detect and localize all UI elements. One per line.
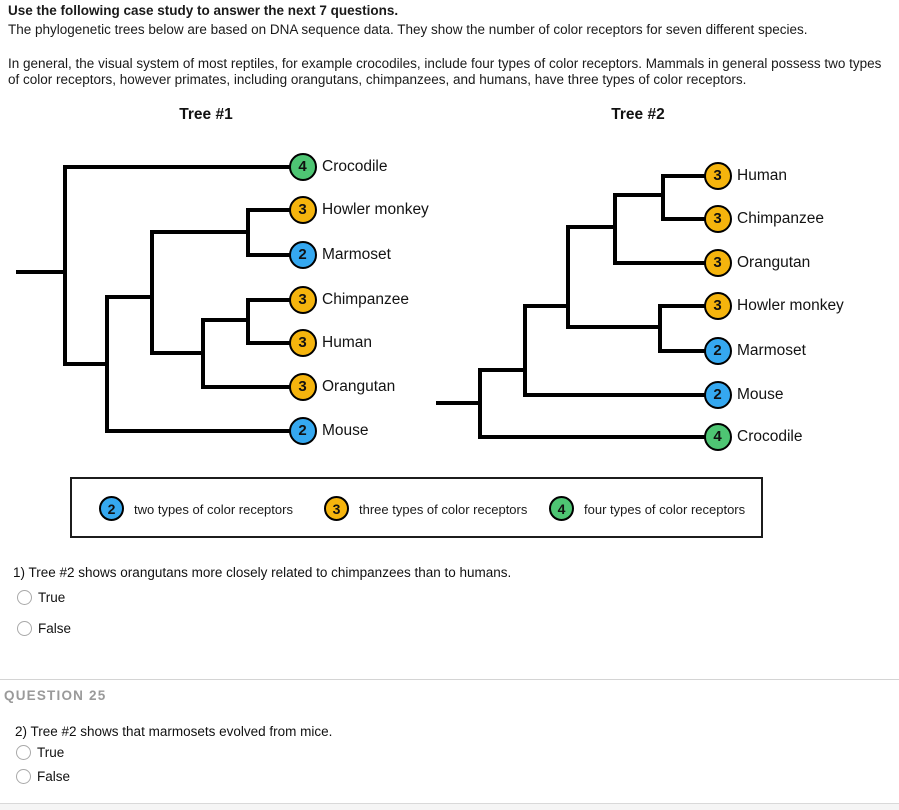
tree-branch <box>478 368 482 439</box>
question-2-true-radio[interactable] <box>16 745 31 760</box>
legend-label-2: two types of color receptors <box>134 502 293 517</box>
tree-branch <box>246 298 294 302</box>
receptor-count-circle-mouse: 2 <box>703 380 732 409</box>
species-label-howler-monkey: Howler monkey <box>737 297 844 314</box>
receptor-count-circle-chimpanzee: 3 <box>703 204 732 233</box>
species-label-howler-monkey: Howler monkey <box>322 201 429 218</box>
tree-branch <box>246 298 250 345</box>
tree-branch <box>201 385 294 389</box>
tree-branch <box>658 349 709 353</box>
receptor-count-circle-orangutan: 3 <box>288 372 317 401</box>
tree-branch <box>658 304 709 308</box>
legend-box <box>70 477 763 538</box>
species-label-human: Human <box>322 334 372 351</box>
intro-paragraph-2: In general, the visual system of most re… <box>8 56 882 87</box>
tree-branch <box>436 401 482 405</box>
question-1-false-label: False <box>38 621 72 636</box>
tree-branch <box>523 304 570 308</box>
receptor-count-circle-mouse: 2 <box>288 416 317 445</box>
tree-branch <box>661 174 665 221</box>
question-1-true-radio[interactable] <box>17 590 32 605</box>
receptor-count-circle-crocodile: 4 <box>703 422 732 451</box>
tree-1-title: Tree #1 <box>179 106 233 123</box>
intro-paragraph-1: The phylogenetic trees below are based o… <box>8 22 808 37</box>
tree-branch <box>16 270 67 274</box>
tree-branch <box>523 393 709 397</box>
tree-branch <box>246 253 294 257</box>
question-2-false-radio[interactable] <box>16 769 31 784</box>
receptor-count-circle-human: 3 <box>703 161 732 190</box>
species-label-mouse: Mouse <box>322 422 369 439</box>
tree-branch <box>246 208 250 257</box>
species-label-crocodile: Crocodile <box>322 158 388 175</box>
tree-branch <box>201 318 205 389</box>
receptor-count-circle-crocodile: 4 <box>288 152 317 181</box>
question-1-text: 1) Tree #2 shows orangutans more closely… <box>13 565 512 580</box>
receptor-count-circle-chimpanzee: 3 <box>288 285 317 314</box>
case-study-heading: Use the following case study to answer t… <box>8 3 399 18</box>
tree-branch <box>105 429 294 433</box>
tree-branch <box>105 295 154 299</box>
legend-circle-4: 4 <box>549 496 574 521</box>
tree-branch <box>63 165 294 169</box>
section-header: QUESTION 25 <box>4 688 107 703</box>
question-1-false-radio[interactable] <box>17 621 32 636</box>
species-label-crocodile: Crocodile <box>737 428 803 445</box>
receptor-count-circle-marmoset: 2 <box>703 336 732 365</box>
tree-branch <box>63 165 67 366</box>
tree-branch <box>150 351 205 355</box>
species-label-orangutan: Orangutan <box>322 378 396 395</box>
tree-branch <box>566 225 617 229</box>
tree-branch <box>661 217 709 221</box>
species-label-marmoset: Marmoset <box>737 342 806 359</box>
species-label-chimpanzee: Chimpanzee <box>737 210 825 227</box>
tree-branch <box>201 318 250 322</box>
tree-branch <box>658 304 662 353</box>
section-divider-bottom <box>0 803 899 804</box>
legend-label-3: three types of color receptors <box>359 502 528 517</box>
legend-label-4: four types of color receptors <box>584 502 746 517</box>
receptor-count-circle-orangutan: 3 <box>703 248 732 277</box>
tree-branch <box>523 304 527 397</box>
species-label-mouse: Mouse <box>737 386 784 403</box>
species-label-marmoset: Marmoset <box>322 246 391 263</box>
tree-branch <box>478 368 527 372</box>
question-2-text: 2) Tree #2 shows that marmosets evolved … <box>15 724 333 739</box>
tree-branch <box>105 295 109 433</box>
question-2-true-label: True <box>37 745 65 760</box>
legend-circle-2: 2 <box>99 496 124 521</box>
question-1-true-label: True <box>38 590 66 605</box>
species-label-orangutan: Orangutan <box>737 254 811 271</box>
tree-branch <box>246 341 294 345</box>
species-label-human: Human <box>737 167 787 184</box>
legend-circle-3: 3 <box>324 496 349 521</box>
tree-branch <box>566 325 662 329</box>
tree-branch <box>613 261 709 265</box>
section-divider-top <box>0 679 899 680</box>
question-2-false-label: False <box>37 769 71 784</box>
tree-branch <box>150 230 154 355</box>
next-section-strip <box>0 804 899 810</box>
tree-branch <box>566 225 570 329</box>
receptor-count-circle-howler-monkey: 3 <box>703 291 732 320</box>
tree-branch <box>478 435 709 439</box>
legend-items: 2 two types of color receptors 3 three type… <box>99 496 746 521</box>
tree-branch <box>613 193 665 197</box>
receptor-count-circle-human: 3 <box>288 328 317 357</box>
tree-branch <box>613 193 617 265</box>
species-label-chimpanzee: Chimpanzee <box>322 291 410 308</box>
tree-branch <box>63 362 109 366</box>
tree-branch <box>150 230 250 234</box>
tree-branch <box>246 208 294 212</box>
receptor-count-circle-marmoset: 2 <box>288 240 317 269</box>
tree-2-title: Tree #2 <box>611 106 665 123</box>
tree-branch <box>661 174 709 178</box>
receptor-count-circle-howler-monkey: 3 <box>288 195 317 224</box>
